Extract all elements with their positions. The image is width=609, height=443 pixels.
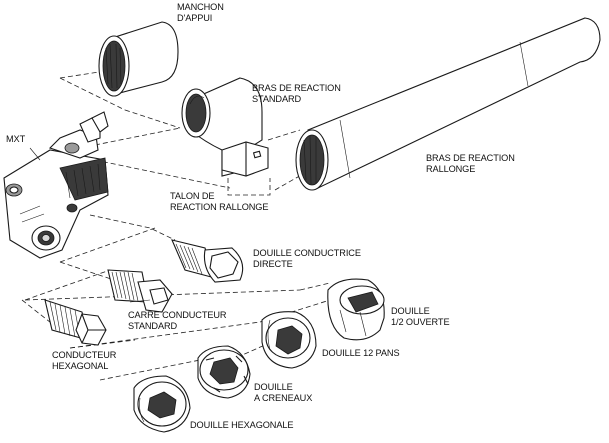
label-douille-conductrice: DOUILLE CONDUCTRICE DIRECTE xyxy=(253,248,361,269)
label-bras-reaction-rallonge: BRAS DE REACTION RALLONGE xyxy=(426,153,515,174)
conducteur-hexagonal-part xyxy=(44,299,107,346)
manchon-appui-part xyxy=(98,21,179,97)
label-douille-hexagonale: DOUILLE HEXAGONALE xyxy=(190,420,293,431)
mxt-tool-part xyxy=(3,111,109,259)
label-line: BRAS DE REACTION xyxy=(252,83,341,93)
label-line: CARRE CONDUCTEUR xyxy=(128,310,227,320)
label-line: TALON DE xyxy=(170,191,215,201)
label-line: DOUILLE 12 PANS xyxy=(322,348,400,358)
label-line: D'APPUI xyxy=(177,12,213,23)
label-line: DOUILLE xyxy=(391,306,430,316)
douille-creneaux-part xyxy=(197,345,251,399)
label-mxt: MXT xyxy=(6,134,25,145)
label-line: REACTION RALLONGE xyxy=(170,201,269,212)
label-line: BRAS DE REACTION xyxy=(426,153,515,163)
label-line: DOUILLE xyxy=(254,382,293,392)
label-line: 1/2 OUVERTE xyxy=(391,316,450,327)
leader-lines xyxy=(29,147,151,303)
label-line: A CRENEAUX xyxy=(254,392,313,403)
label-conducteur-hexagonal: CONDUCTEUR HEXAGONAL xyxy=(52,350,116,371)
douille-demi-ouverte-part xyxy=(327,278,385,341)
carre-conducteur-part xyxy=(107,269,173,313)
label-bras-reaction-standard: BRAS DE REACTION STANDARD xyxy=(252,83,341,104)
label-line: DIRECTE xyxy=(253,258,293,269)
label-talon-reaction: TALON DE REACTION RALLONGE xyxy=(170,191,268,212)
douille-conductrice-part xyxy=(171,239,244,283)
label-line: DOUILLE CONDUCTRICE xyxy=(253,248,361,258)
label-line: STANDARD xyxy=(128,320,178,331)
label-carre-conducteur: CARRE CONDUCTEUR STANDARD xyxy=(128,310,227,331)
label-line: DOUILLE HEXAGONALE xyxy=(190,420,294,430)
label-line: HEXAGONAL xyxy=(52,360,109,371)
label-line: RALLONGE xyxy=(426,163,476,174)
bras-reaction-rallonge-part xyxy=(295,17,601,191)
label-line: MXT xyxy=(6,134,26,144)
douille-hexagonale-part xyxy=(133,375,191,433)
douille-12-pans-part xyxy=(261,311,317,369)
label-line: STANDARD xyxy=(252,93,302,104)
label-douille-demi-ouverte: DOUILLE 1/2 OUVERTE xyxy=(391,306,450,327)
label-manchon-appui: MANCHON D'APPUI xyxy=(177,2,224,23)
bras-reaction-standard-part xyxy=(181,77,269,177)
label-douille-12-pans: DOUILLE 12 PANS xyxy=(322,348,400,359)
label-line: MANCHON xyxy=(177,2,224,12)
label-line: CONDUCTEUR xyxy=(52,350,117,360)
label-douille-creneaux: DOUILLE A CRENEAUX xyxy=(254,382,312,403)
